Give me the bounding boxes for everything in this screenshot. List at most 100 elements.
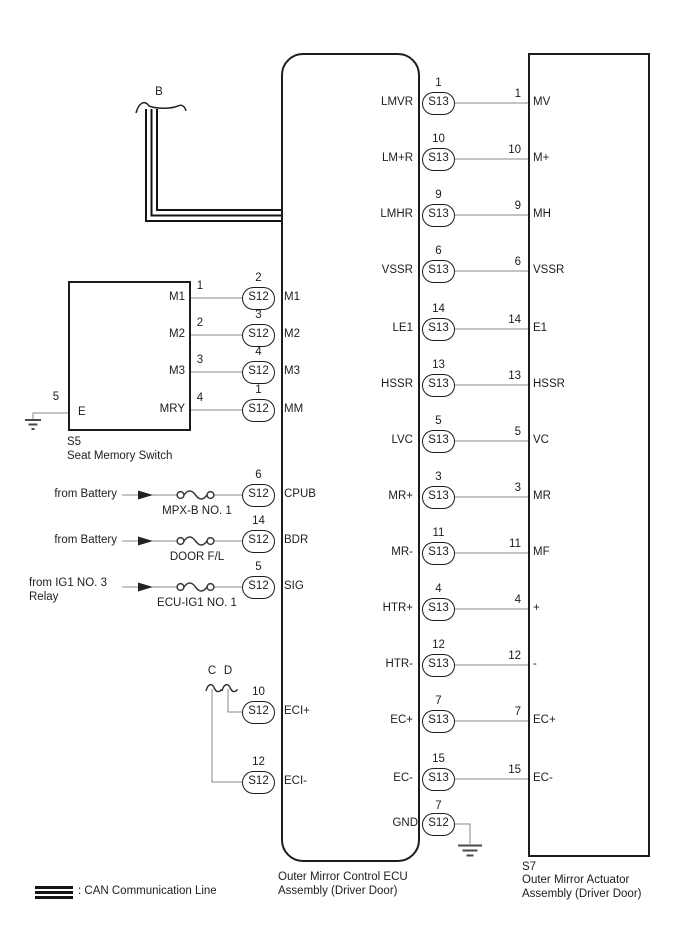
connector-code: S13 xyxy=(428,151,449,164)
break-icon xyxy=(205,683,223,693)
connector-pin-number: 15 xyxy=(432,753,445,765)
connector-code: S13 xyxy=(428,433,449,446)
connector-s13: S13 xyxy=(422,541,455,565)
connector-s12: S12 xyxy=(242,529,275,553)
connector-pin-number: 1 xyxy=(435,77,442,89)
connector-s12: S12 xyxy=(242,483,275,507)
actuator-terminal-label: E1 xyxy=(533,322,548,334)
connector-code: S13 xyxy=(428,263,449,276)
connector-s12: S12 xyxy=(242,360,275,384)
box-terminal-label: M2 xyxy=(169,328,185,340)
ecu-terminal-label: HTR+ xyxy=(382,602,413,614)
break-icon xyxy=(135,101,187,114)
connector-code: S13 xyxy=(428,321,449,334)
connector-code: S13 xyxy=(428,377,449,390)
actuator-code: S7 xyxy=(522,861,537,873)
fuse-label: DOOR F/L xyxy=(169,551,225,563)
connector-pin-number: 6 xyxy=(435,245,442,257)
actuator-terminal-label: - xyxy=(533,658,537,670)
connector-s13: S13 xyxy=(422,373,455,397)
connector-pin-number: 9 xyxy=(435,189,442,201)
actuator-pin-number: 15 xyxy=(508,764,521,776)
actuator-pin-number: 1 xyxy=(514,88,521,100)
connector-code: S13 xyxy=(428,657,449,670)
actuator-caption-line1: Outer Mirror Actuator xyxy=(522,874,630,886)
ecu-terminal-label: EC- xyxy=(393,772,413,784)
power-source-label: from IG1 NO. 3 xyxy=(29,577,107,589)
box-pin-number: 4 xyxy=(196,392,204,404)
ecu-terminal-label: BDR xyxy=(284,534,309,546)
power-source-label: from Battery xyxy=(54,534,117,546)
ecu-terminal-label: M2 xyxy=(284,328,300,340)
actuator-terminal-label: VC xyxy=(533,434,549,446)
power-source-label: from Battery xyxy=(54,488,117,500)
ecu-terminal-label: M3 xyxy=(284,365,300,377)
connector-pin-number: 10 xyxy=(252,686,265,698)
connector-s13: S13 xyxy=(422,709,455,733)
connector-code: S13 xyxy=(428,207,449,220)
actuator-pin-number: 13 xyxy=(508,370,521,382)
ecu-terminal-label: ECI+ xyxy=(284,705,310,717)
connector-code: S12 xyxy=(248,579,269,592)
connector-pin-number: 12 xyxy=(252,756,265,768)
connector-code: S13 xyxy=(428,713,449,726)
connector-pin-number: 13 xyxy=(432,359,445,371)
actuator-pin-number: 14 xyxy=(508,314,521,326)
connector-s13: S13 xyxy=(422,767,455,791)
actuator-pin-number: 11 xyxy=(509,538,521,550)
connector-code: S13 xyxy=(428,771,449,784)
fuse-label: MPX-B NO. 1 xyxy=(162,505,232,517)
fuse-label: ECU-IG1 NO. 1 xyxy=(157,597,237,609)
legend-text: : CAN Communication Line xyxy=(78,885,217,897)
fuse-icon xyxy=(176,490,215,500)
actuator-terminal-label: HSSR xyxy=(533,378,565,390)
box-terminal-label: MRY xyxy=(159,403,185,415)
connector-s12: S12 xyxy=(422,812,455,836)
seat-switch-caption: Seat Memory Switch xyxy=(67,450,173,462)
fuse-icon xyxy=(176,536,215,546)
connector-s13: S13 xyxy=(422,147,455,171)
ecu-terminal-label: MM xyxy=(284,403,304,415)
ecu-terminal-label: LM+R xyxy=(382,152,413,164)
ecu-terminal-label: VSSR xyxy=(381,264,413,276)
connector-code: S12 xyxy=(428,816,449,829)
connector-pin-number: 14 xyxy=(252,515,265,527)
ecu-terminal-label: LMVR xyxy=(381,96,413,108)
seat-switch-e-label: E xyxy=(78,406,86,418)
connector-pin-number: 6 xyxy=(255,469,262,481)
connector-s13: S13 xyxy=(422,91,455,115)
connector-s12: S12 xyxy=(242,770,275,794)
connector-pin-number: 4 xyxy=(435,583,442,595)
can-branch-label: B xyxy=(155,86,163,98)
eci-branch-label-c: C xyxy=(207,665,217,677)
connector-s12: S12 xyxy=(242,323,275,347)
can-communication-line xyxy=(145,109,281,222)
connector-pin-number: 5 xyxy=(435,415,442,427)
ecu-box xyxy=(281,53,420,862)
ecu-terminal-label: CPUB xyxy=(284,488,316,500)
connector-code: S13 xyxy=(428,601,449,614)
actuator-box xyxy=(528,53,650,857)
ecu-terminal-label: LE1 xyxy=(392,322,413,334)
actuator-terminal-label: MV xyxy=(533,96,551,108)
ecu-terminal-label: EC+ xyxy=(390,714,413,726)
connector-pin-number: 5 xyxy=(255,561,262,573)
connector-pin-number: 2 xyxy=(255,272,262,284)
connector-s13: S13 xyxy=(422,317,455,341)
connector-code: S12 xyxy=(248,364,269,377)
connector-pin-number: 14 xyxy=(432,303,445,315)
connector-pin-number: 11 xyxy=(432,527,445,539)
actuator-terminal-label: VSSR xyxy=(533,264,565,276)
actuator-terminal-label: MR xyxy=(533,490,551,502)
actuator-terminal-label: MH xyxy=(533,208,551,220)
connector-code: S12 xyxy=(248,487,269,500)
fuse-icon xyxy=(176,582,215,592)
ground-icon xyxy=(25,418,41,431)
connector-s13: S13 xyxy=(422,485,455,509)
actuator-terminal-label: MF xyxy=(533,546,550,558)
actuator-pin-number: 9 xyxy=(514,200,521,212)
ground-icon xyxy=(458,844,482,857)
connector-pin-number: 4 xyxy=(255,346,262,358)
